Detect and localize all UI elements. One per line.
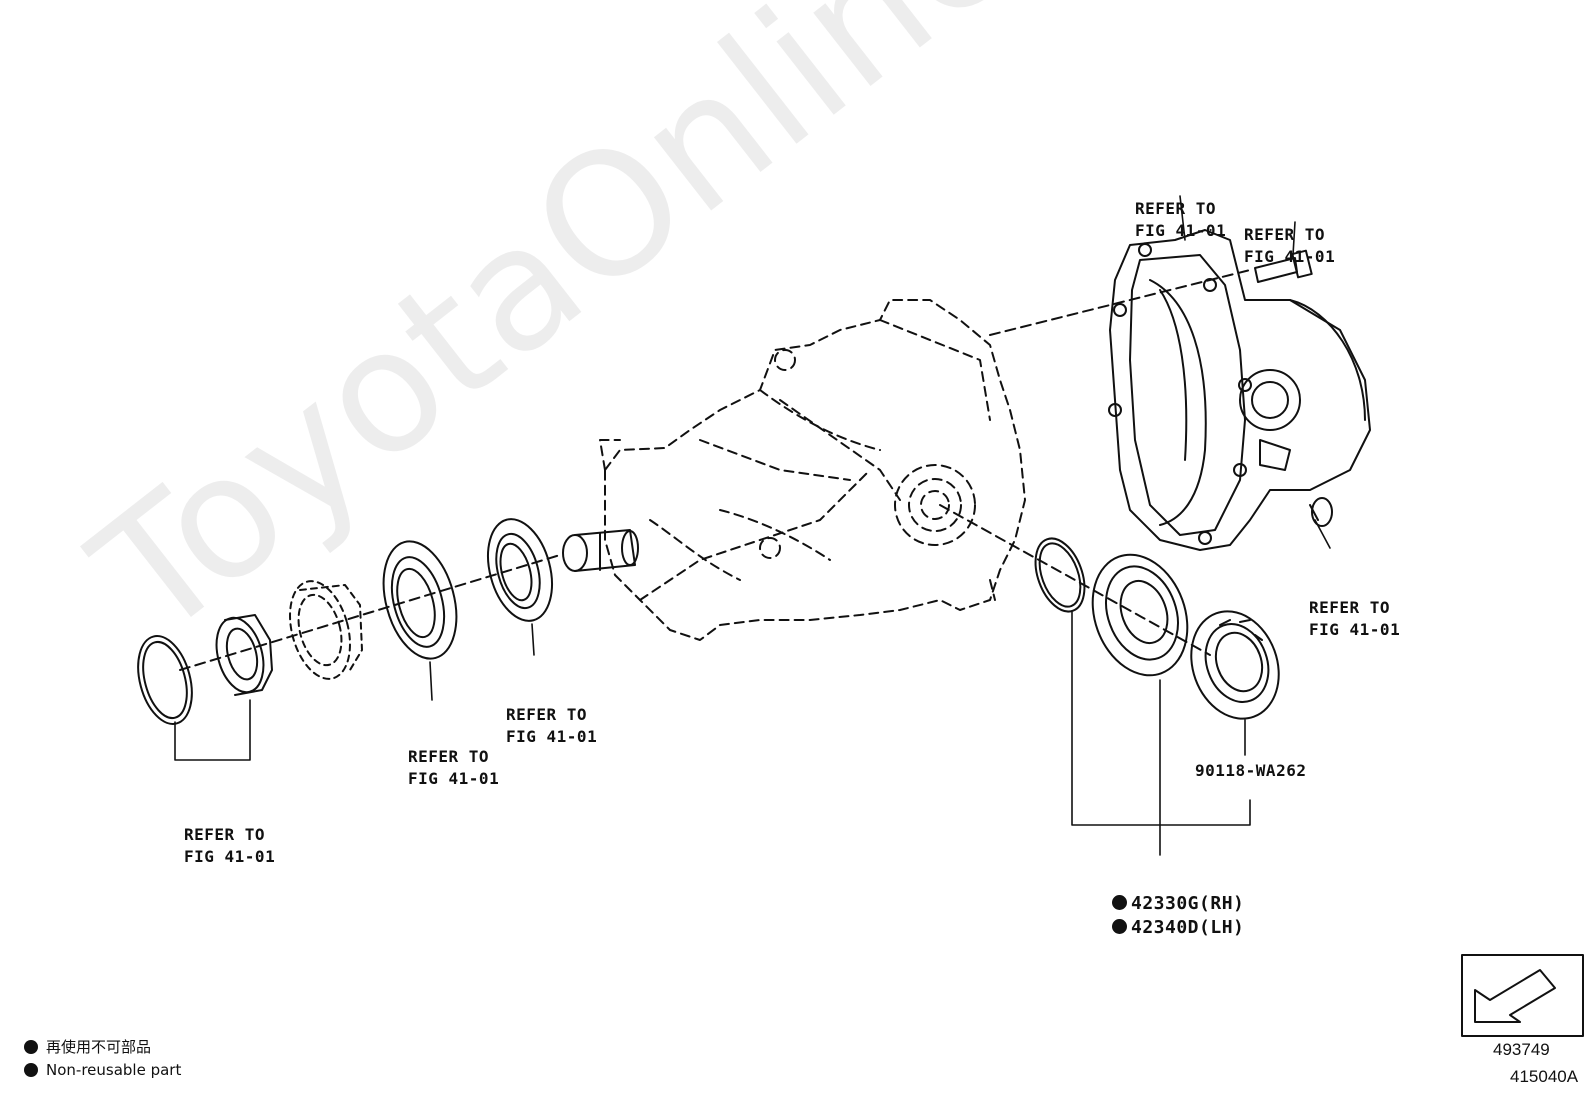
- non-reusable-dot-icon: [1112, 919, 1127, 934]
- side-retainer: [1190, 610, 1280, 720]
- leader-lines: [174, 195, 1331, 856]
- snap-ring-left: [137, 635, 193, 725]
- legend-en-text: Non-reusable part: [46, 1061, 182, 1079]
- differential-carrier: [599, 299, 1026, 641]
- figure-code: 415040A: [1510, 1067, 1579, 1086]
- figure-ref-number: 493749: [1493, 1040, 1550, 1059]
- bolt: [1254, 249, 1313, 283]
- label-part-42340: 42340D(LH): [1112, 870, 1244, 962]
- filler-plug: [1309, 497, 1333, 527]
- figure-ref-box: [1461, 954, 1584, 1037]
- oil-seal-a: [382, 540, 458, 660]
- non-reusable-dot-icon: [24, 1039, 38, 1054]
- non-reusable-dot-icon: [24, 1063, 38, 1077]
- rear-cover: [1108, 229, 1371, 551]
- side-bearing: [1091, 553, 1189, 677]
- legend-jp: 再使用不可部品: [24, 1036, 151, 1057]
- legend-jp-text: 再使用不可部品: [46, 1038, 152, 1056]
- snap-ring-right: [1034, 537, 1086, 613]
- label-part-90118: 90118-WA262: [1195, 761, 1307, 780]
- oil-seal-b: [487, 518, 553, 622]
- pinion-shaft: [562, 529, 639, 572]
- companion-flange: [289, 580, 363, 680]
- axis-line-right: [939, 504, 1211, 656]
- legend-en: Non-reusable part: [24, 1061, 181, 1079]
- nut: [215, 614, 273, 696]
- axis-line-left: [179, 554, 561, 671]
- non-reusable-dot-icon: [1112, 895, 1127, 910]
- label-part-42330: 42330G(RH): [1112, 846, 1244, 938]
